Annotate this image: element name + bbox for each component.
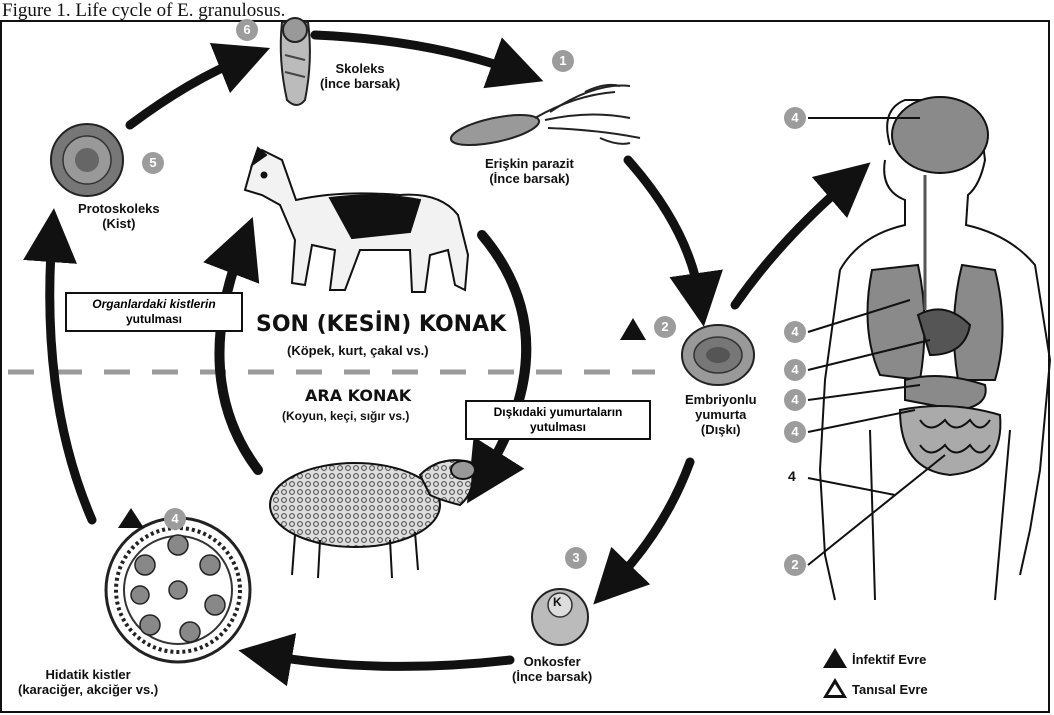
stage-3-badge: 3 [565, 547, 587, 569]
egg-illustration [682, 325, 754, 385]
infective-stage-icon-egg [620, 318, 646, 340]
stage-4-badge: 4 [164, 508, 186, 530]
intermediate-host-examples: (Koyun, keçi, sığır vs.) [282, 410, 409, 424]
human-label-spleen: 4 [784, 389, 806, 411]
stage-2-badge: 2 [654, 316, 676, 338]
arrow-5-to-6 [130, 58, 245, 125]
arrow-2-to-human [735, 180, 850, 305]
infective-legend-icon [823, 648, 847, 668]
stage-4-label: Hidatik kistler(karaciğer, akciğer vs.) [18, 668, 158, 698]
human-label-bone: 4 [788, 468, 796, 484]
adult-worm-illustration [448, 85, 640, 151]
arrow-cyst-to-dog [219, 245, 258, 470]
diagnostic-legend-icon [823, 678, 847, 698]
stage-1-badge: 1 [552, 50, 574, 72]
arrow-1-to-2 [628, 160, 700, 300]
intermediate-host-title: ARA KONAK [305, 386, 411, 405]
human-label-brain: 4 [784, 107, 806, 129]
human-label-liver: 4 [784, 359, 806, 381]
arrow-4-to-5 [50, 235, 92, 520]
sheep-illustration [270, 460, 475, 578]
stage-5-badge: 5 [142, 152, 164, 174]
human-body-illustration [820, 97, 1050, 600]
human-label-intestine: 2 [784, 554, 806, 576]
oncosphere-letter: K [553, 596, 562, 610]
human-label-lung: 4 [784, 321, 806, 343]
legend-diagnostic: Tanısal Evre [852, 682, 928, 697]
infective-stage-icon-cyst [118, 508, 144, 528]
stage-6-badge: 6 [236, 19, 258, 41]
dog-illustration [245, 148, 468, 292]
stage-1-label: Erişkin parazit(İnce barsak) [485, 157, 574, 187]
stage-6-label: Skoleks(İnce barsak) [320, 62, 400, 92]
hydatid-cyst-illustration [106, 518, 250, 662]
stage-5-label: Protoskoleks(Kist) [78, 202, 160, 232]
scolex-illustration [281, 18, 310, 105]
protoscolex-illustration [51, 124, 123, 196]
arrow-egg-to-sheep [482, 235, 526, 478]
definitive-host-title: SON (KESİN) KONAK [256, 312, 506, 337]
stage-3-label: Onkosfer(İnce barsak) [512, 655, 592, 685]
arrow-2-to-3 [612, 462, 690, 585]
arrow-3-to-4 [265, 655, 510, 666]
definitive-host-examples: (Köpek, kurt, çakal vs.) [287, 344, 429, 359]
legend-infective: İnfektif Evre [852, 652, 926, 667]
human-label-kidney: 4 [784, 421, 806, 443]
